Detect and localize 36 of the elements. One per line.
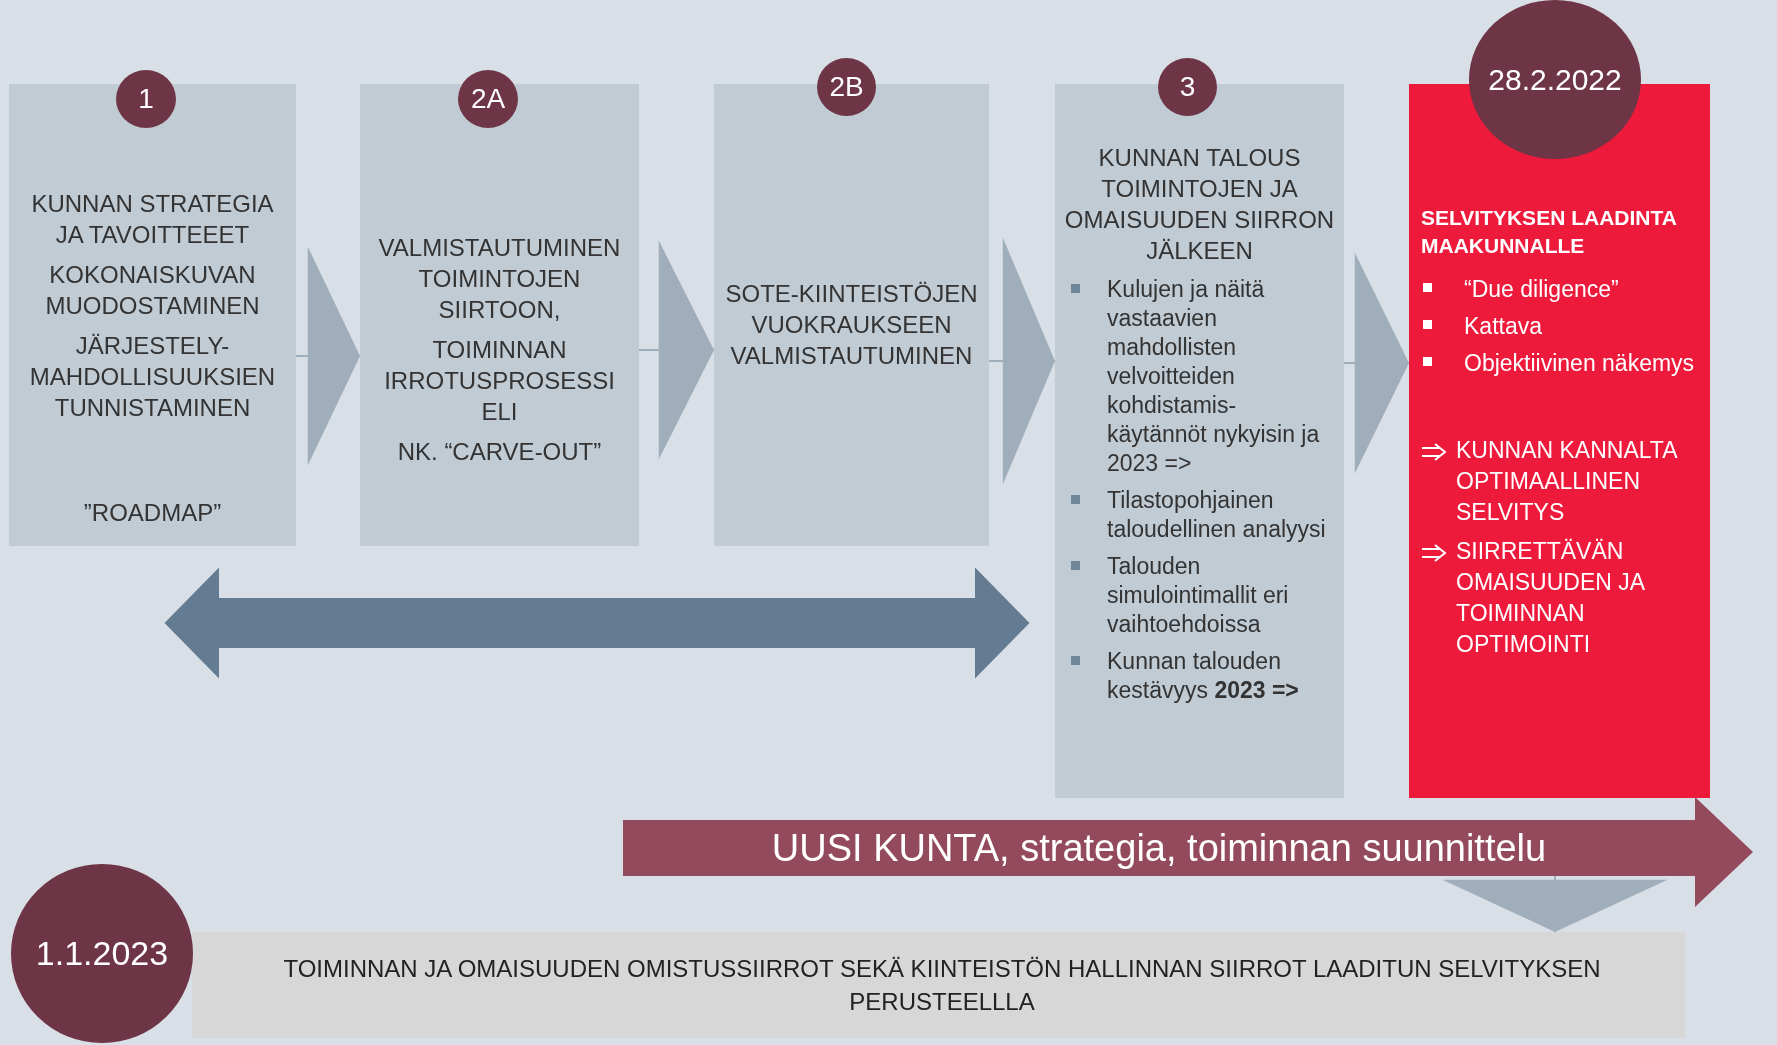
bullet-text: SIIRRETTÄVÄN OMAISUUDEN JA TOIMINNAN OPTIMOINTI	[1456, 537, 1646, 659]
box-heading: SOTE-KIINTEISTÖJEN VUOKRAUKSEEN VALMISTAUTUMINEN	[724, 279, 979, 371]
bullet-text: Tilastopohjainen taloudellinen analyysi	[1107, 486, 1327, 544]
box-text: ”ROADMAP”	[82, 498, 223, 528]
step-number-circle: 2B	[817, 58, 876, 116]
bullet-text: Kulujen ja näitä vastaavien mahdollisten velvoitteiden kohdistamis- käytännöt nykyisin ja 2023 =>	[1107, 275, 1321, 478]
chevron-arrow	[1343, 252, 1410, 474]
box-heading: SELVITYKSEN LAADINTA MAAKUNNALLE	[1420, 205, 1678, 259]
banner-arrow	[623, 797, 1753, 907]
bullet-text: “Due diligence”	[1464, 275, 1620, 304]
chevron-arrow	[295, 246, 361, 466]
bullet-text: Talouden simulointimallit eri vaihtoehdoissa	[1107, 552, 1290, 639]
date-circle: 1.1.2023	[11, 864, 193, 1043]
box-text: JÄRJESTELY- MAHDOLLISUUKSIEN TUNNISTAMINEN	[28, 331, 277, 423]
box-text: TOIMINNAN IRROTUSPROSESSI ELI	[383, 335, 616, 427]
double-headed-arrow	[164, 567, 1030, 679]
chevron-arrow	[988, 237, 1056, 485]
box-text: NK. “CARVE-OUT”	[396, 437, 603, 467]
bullet-text: Kunnan talouden kestävyys 2023 =>	[1107, 647, 1300, 705]
timeline-bar	[192, 932, 1685, 1038]
chevron-arrow	[638, 240, 715, 460]
bar-text: TOIMINNAN JA OMAISUUDEN OMISTUSSIIRROT SEKÄ KIINTEISTÖN HALLINNAN SIIRROT LAADITUN SELVITYKSEN PERUSTEELLLA	[282, 954, 1602, 1017]
phase-box	[360, 84, 639, 546]
banner-text: UUSI KUNTA, strategia, toiminnan suunnittelu	[770, 826, 1548, 871]
step-number-circle: 2A	[458, 70, 518, 128]
box-text: KOKONAISKUVAN MUODOSTAMINEN	[44, 260, 261, 321]
box-heading: VALMISTAUTUMINEN TOIMINTOJEN SIIRTOON,	[377, 233, 622, 325]
bullet-text: Kattava	[1464, 312, 1543, 341]
chevron-arrow	[1442, 875, 1668, 933]
box-heading: KUNNAN TALOUS TOIMINTOJEN JA OMAISUUDEN SIIRRON JÄLKEEN	[1063, 143, 1336, 266]
phase-box	[9, 84, 296, 546]
bullet-text: KUNNAN KANNALTA OPTIMAALLINEN SELVITYS	[1456, 436, 1678, 527]
step-number-circle: 3	[1158, 58, 1217, 116]
box-heading: KUNNAN STRATEGIA JA TAVOITTEEET	[30, 189, 275, 250]
step-number-circle: 1	[116, 70, 176, 128]
bullet-text: Objektiivinen näkemys	[1464, 349, 1696, 378]
